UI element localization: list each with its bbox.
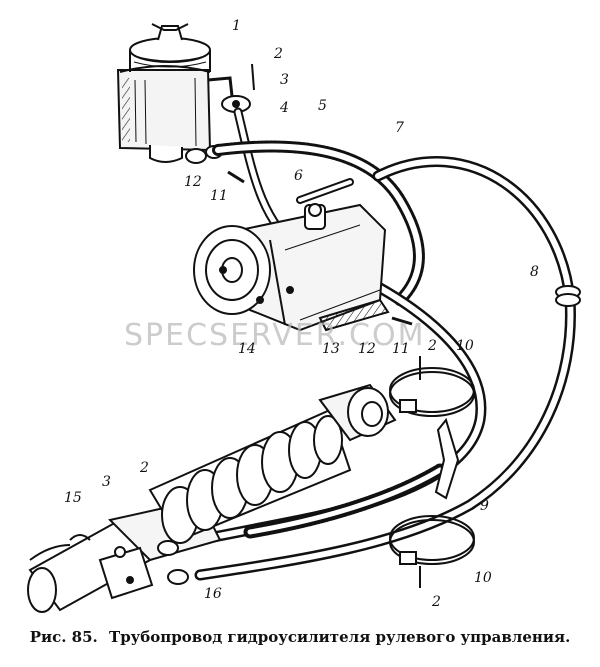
- clamp-lower: [389, 515, 475, 588]
- callout-12-top: 12: [184, 174, 202, 190]
- pump-bolts: [227, 170, 413, 326]
- clamp-upper: [389, 356, 475, 417]
- callout-2-mid: 2: [427, 338, 437, 354]
- callout-9: 9: [480, 498, 489, 514]
- callout-7: 7: [395, 120, 404, 136]
- callout-12-mid: 12: [358, 341, 376, 357]
- callout-10-bottom: 10: [474, 570, 492, 586]
- steering-hydraulics-drawing: SPECSERVER.COM 1 2 3 4 5 7 6 12 11 8 14 …: [27, 18, 581, 613]
- callout-5: 5: [318, 98, 327, 114]
- callout-2-top: 2: [273, 46, 283, 62]
- callout-1: 1: [232, 18, 241, 34]
- figure-title: Трубопровод гидроусилителя рулевого упра…: [109, 628, 571, 646]
- callout-11-mid: 11: [392, 341, 410, 357]
- hose-band: [555, 285, 581, 307]
- callout-14: 14: [238, 341, 256, 357]
- callout-15: 15: [64, 490, 82, 506]
- callout-13: 13: [322, 341, 340, 357]
- callout-6: 6: [294, 168, 303, 184]
- hose-bracket: [434, 417, 460, 500]
- callout-16: 16: [204, 586, 222, 602]
- callout-10-top: 10: [456, 338, 474, 354]
- cylinder-fittings: [157, 540, 189, 585]
- rubber-boot: [148, 408, 352, 544]
- callout-8: 8: [530, 264, 539, 280]
- callout-11-top: 11: [210, 188, 228, 204]
- callout-3-bottom: 3: [102, 474, 111, 490]
- callout-2-cylinder: 2: [139, 460, 149, 476]
- figure-number: Рис. 85.: [29, 628, 98, 646]
- callout-4: 4: [279, 100, 289, 116]
- watermark: SPECSERVER.COM: [124, 318, 425, 353]
- callout-2-bottom: 2: [431, 594, 441, 610]
- callout-3-top: 3: [280, 72, 289, 88]
- oil-reservoir: [116, 23, 234, 164]
- cylinder-eye: [318, 383, 397, 442]
- figure-caption: Рис. 85. Трубопровод гидроусилителя руле…: [0, 628, 600, 646]
- callouts: 1 2 3 4 5 7 6 12 11 8 14 13 12 11 2 10 3…: [64, 18, 539, 610]
- hose-clamp-top: [221, 63, 255, 113]
- cylinder-valve: [29, 534, 154, 600]
- steering-pump: [193, 203, 390, 332]
